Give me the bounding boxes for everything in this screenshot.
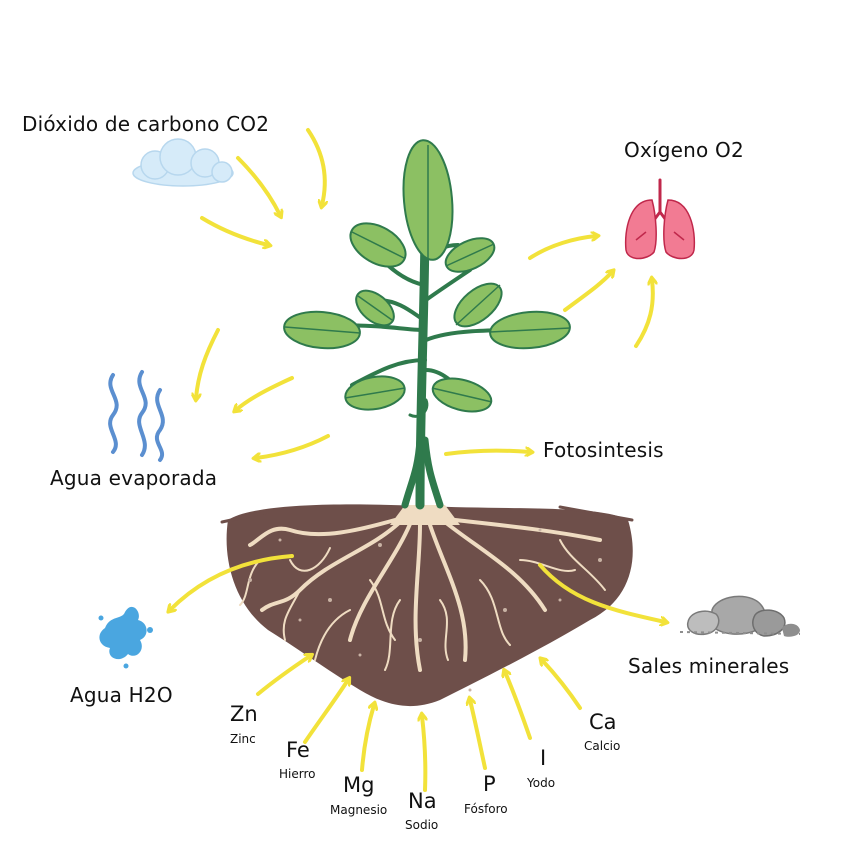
arrow-mg [362,705,374,770]
arrow-ca [542,660,580,708]
arrow-p [470,700,485,768]
arrow-evap-3 [256,436,328,458]
arrow-photosynthesis [446,451,530,454]
mineral-name-ca: Calcio [584,739,620,753]
mineral-symbol-na: Na [408,789,437,813]
mineral-name-na: Sodio [405,818,438,832]
rocks-icon [680,596,800,636]
mineral-name-mg: Magnesio [330,803,387,817]
mineral-name-p: Fósforo [464,802,508,816]
arrow-na [422,716,425,790]
mineral-symbol-mg: Mg [343,773,374,797]
mineral-name-i: Yodo [527,776,555,790]
arrow-zn [258,656,310,694]
co2-label: Dióxido de carbono CO2 [22,112,269,136]
mineral-symbol-fe: Fe [286,738,310,762]
vapor-icon [110,372,163,460]
arrow-co2-1 [308,130,325,205]
oxygen-label: Oxígeno O2 [624,138,744,162]
mineral-name-fe: Hierro [279,767,315,781]
arrow-o2-2 [565,272,612,310]
mineral-symbol-zn: Zn [230,702,258,726]
arrow-evap-2 [236,378,292,410]
mineral-symbol-ca: Ca [589,710,617,734]
photosynthesis-label: Fotosintesis [543,438,664,462]
cloud-icon [133,139,233,186]
arrow-i [505,672,530,738]
water-splash-icon [99,607,154,669]
evaporated-water-label: Agua evaporada [50,466,217,490]
mineral-symbol-p: P [483,772,496,796]
arrow-co2-2 [238,158,280,215]
mineral-symbol-i: I [540,746,546,770]
mineral-salts-label: Sales minerales [628,654,789,678]
arrow-evap-1 [196,330,218,398]
water-label: Agua H2O [70,683,173,707]
stem [315,220,530,505]
arrow-o2-1 [530,236,596,258]
lungs-icon [626,180,695,259]
mineral-name-zn: Zinc [230,732,256,746]
arrow-o2-3 [636,280,653,346]
arrow-fe [305,680,348,742]
arrow-co2-3 [202,218,268,245]
